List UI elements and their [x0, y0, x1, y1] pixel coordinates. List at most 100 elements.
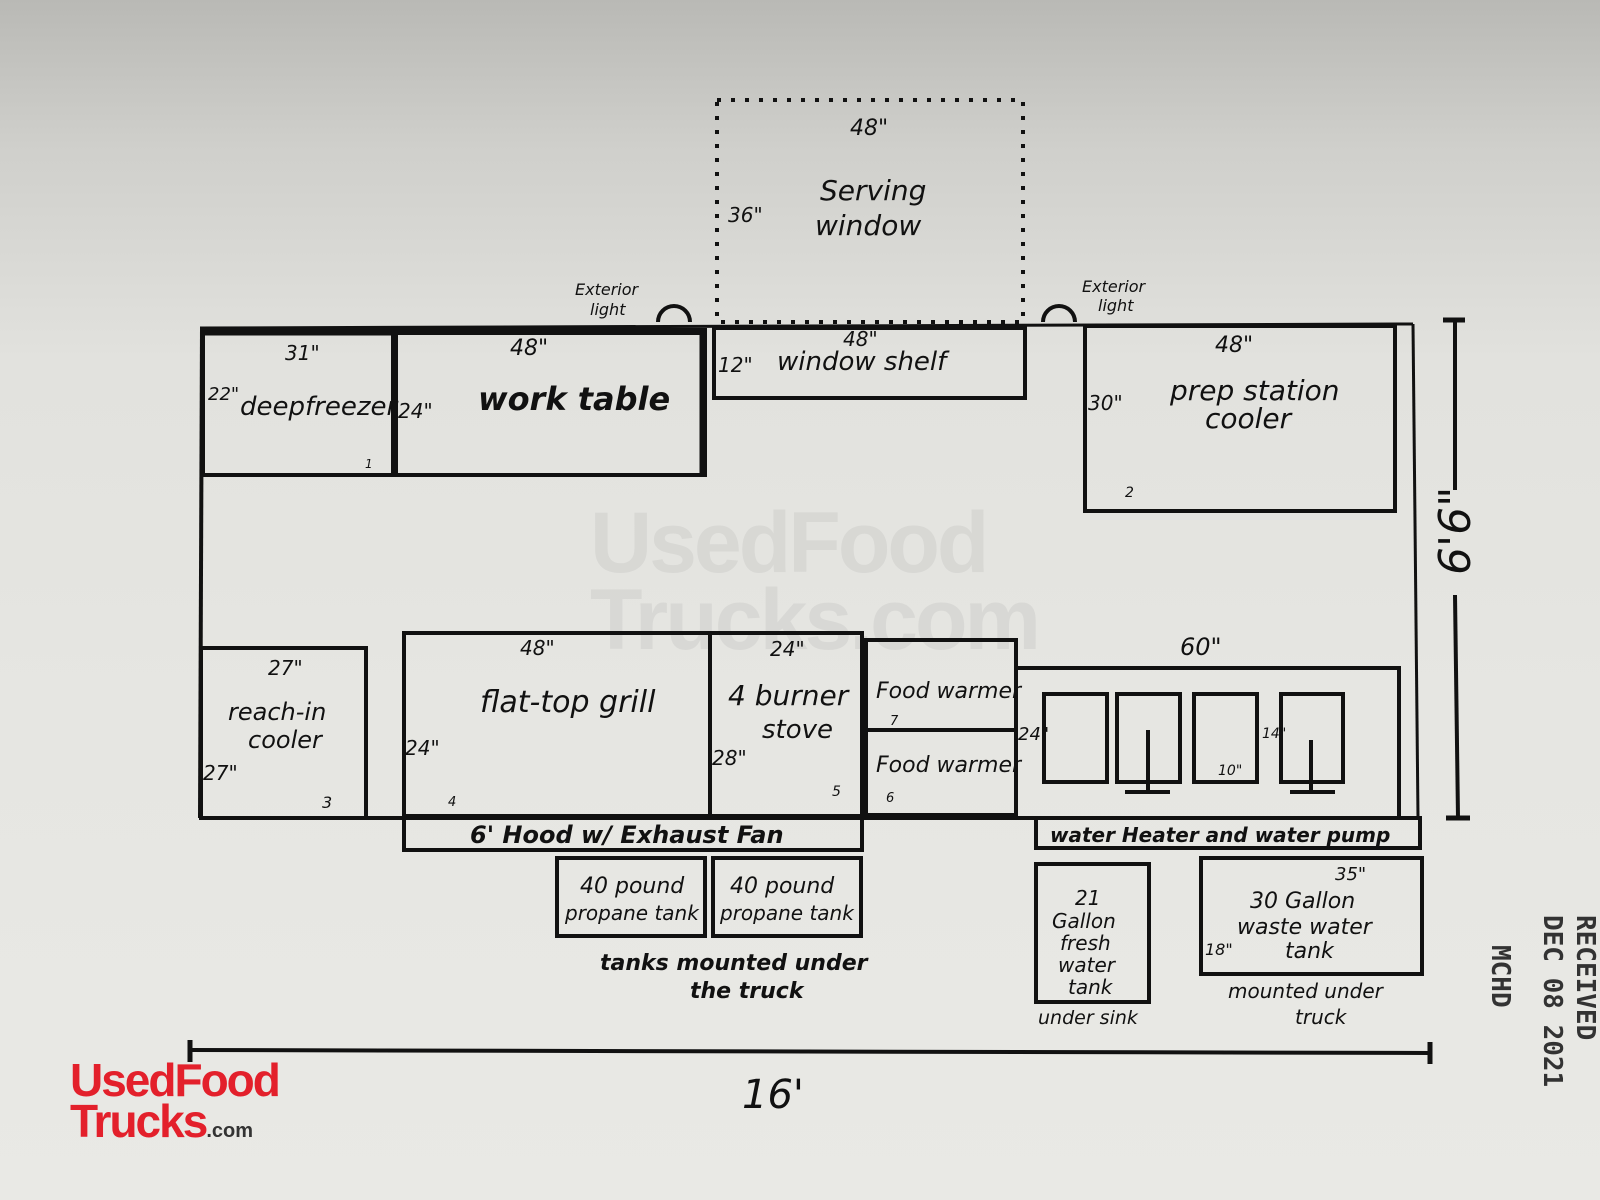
- note-label: truck: [1295, 1005, 1348, 1029]
- item-label: 4 burner: [728, 679, 850, 712]
- dimension-label: 24": [398, 399, 433, 423]
- exhaust-hood: 6' Hood w/ Exhaust Fan: [402, 814, 864, 852]
- dimension-label: 60": [1180, 633, 1222, 661]
- work-table: 48" 24" work table: [394, 328, 707, 477]
- dimension-label: 16': [742, 1072, 804, 1118]
- light-label: light: [590, 300, 626, 319]
- dimension-label: 48": [850, 116, 888, 141]
- light-label: Exterior: [575, 280, 640, 299]
- dimension-label: 30": [1088, 391, 1123, 415]
- propane-tank-1: 40 pound propane tank: [555, 856, 707, 938]
- water-heater: water Heater and water pump: [1034, 816, 1422, 850]
- dimension-label: 22": [208, 384, 239, 405]
- dimension-label: 24": [770, 637, 805, 661]
- item-label: propane tank: [564, 901, 700, 925]
- item-label: water: [1058, 953, 1117, 977]
- dimension-label: 48": [520, 636, 555, 660]
- item-label: tank: [1068, 975, 1114, 999]
- item-number: 4: [448, 795, 456, 810]
- serving-window: 48" 36" Serving window: [715, 98, 1025, 324]
- item-label: water Heater and water pump: [1050, 823, 1390, 847]
- item-number: 1: [365, 457, 373, 471]
- item-number: 3: [322, 793, 332, 812]
- note-label: under sink: [1038, 1007, 1139, 1029]
- item-label: fresh: [1060, 931, 1111, 955]
- watermark-line: Trucks.com: [590, 572, 1041, 669]
- note-label: the truck: [690, 979, 805, 1004]
- item-label: stove: [762, 715, 833, 745]
- light-icon: [656, 304, 692, 323]
- item-label: work table: [478, 380, 670, 418]
- item-label: cooler: [1205, 402, 1293, 435]
- dimension-label: 10": [1218, 763, 1242, 779]
- item-label: 40 pound: [730, 874, 835, 899]
- item-label: Serving: [820, 174, 926, 207]
- item-label: flat-top grill: [480, 685, 656, 720]
- item-label: 6' Hood w/ Exhaust Fan: [470, 821, 784, 849]
- three-compartment-sink: 60" 24" 10" 14": [1014, 633, 1401, 820]
- item-number: 6: [886, 791, 894, 806]
- item-label: 40 pound: [580, 874, 685, 899]
- item-label: Food warmer: [876, 753, 1023, 778]
- faucet-icon: [1125, 730, 1335, 794]
- item-label: Food warmer: [876, 679, 1023, 704]
- item-label: Gallon: [1052, 909, 1116, 933]
- deep-freezer: 31" 22" deepfreezer 1: [201, 328, 399, 477]
- reach-in-cooler: 27" 27" reach-in cooler 3: [199, 646, 368, 820]
- fresh-water-tank: 21 Gallon fresh water tank under sink: [1034, 862, 1151, 1029]
- note-label: mounted under: [1228, 979, 1385, 1003]
- dimension-label: 36": [728, 203, 763, 227]
- dimension-label: 35": [1335, 864, 1366, 885]
- light-label: light: [1098, 296, 1134, 315]
- exterior-light-left: Exterior light: [575, 280, 692, 323]
- dimension-label: 14": [1262, 726, 1286, 742]
- stamp-dept: MCHD: [1485, 945, 1515, 1008]
- dimension-label: 18": [1205, 940, 1233, 959]
- item-label: deepfreezer: [240, 392, 399, 422]
- item-label: cooler: [248, 726, 324, 754]
- received-stamp: RECEIVED: [1570, 915, 1600, 1041]
- dimension-label: 27": [268, 656, 303, 680]
- length-dimension: 16': [187, 1040, 1433, 1118]
- four-burner-stove: 24" 28" 4 burner stove 5: [708, 631, 864, 818]
- dimension-label: 48": [1215, 333, 1253, 358]
- width-dimension: 6'6": [1430, 317, 1481, 821]
- item-label: 30 Gallon: [1250, 889, 1355, 914]
- item-label: 21: [1075, 886, 1100, 910]
- dimension-label: 48": [510, 336, 548, 361]
- dimension-label: 27": [203, 761, 238, 785]
- logo-line: UsedFood: [70, 1054, 281, 1106]
- item-label: prep station: [1169, 374, 1340, 407]
- light-icon: [1041, 304, 1077, 323]
- item-label: tank: [1285, 939, 1335, 964]
- item-label: window shelf: [777, 347, 950, 377]
- item-label: window: [815, 209, 921, 242]
- waste-water-tank: 35" 18" 30 Gallon waste water tank mount…: [1199, 856, 1424, 1029]
- stamp-date: DEC 08 2021: [1537, 915, 1567, 1088]
- dimension-label: 6'6": [1430, 487, 1481, 575]
- watermark-line: UsedFood: [590, 495, 989, 591]
- food-warmer-bottom: Food warmer 6: [864, 728, 1023, 817]
- exterior-light-right: Exterior light: [1041, 277, 1147, 323]
- dimension-label: 31": [285, 341, 320, 365]
- sink-basin: [1192, 692, 1259, 784]
- sink-basin: [1042, 692, 1109, 784]
- propane-tank-2: 40 pound propane tank: [711, 856, 863, 938]
- logo-line: Trucks: [70, 1095, 208, 1148]
- logo-suffix: .com: [206, 1120, 253, 1143]
- food-warmer-top: Food warmer 7: [864, 638, 1023, 732]
- prep-station-cooler: 48" 30" prep station cooler 2: [1083, 324, 1397, 513]
- light-label: Exterior: [1082, 277, 1147, 296]
- item-label: waste water: [1237, 915, 1374, 940]
- note-label: tanks mounted under: [600, 951, 869, 976]
- dimension-label: 28": [712, 746, 747, 770]
- item-number: 7: [890, 714, 899, 729]
- flat-top-grill: 48" 24" flat-top grill 4: [402, 631, 712, 818]
- item-label: propane tank: [719, 901, 855, 925]
- dimension-label: 48": [843, 327, 878, 351]
- window-shelf: 12" 48" window shelf: [712, 326, 1027, 400]
- dimension-label: 24": [405, 736, 440, 760]
- item-number: 2: [1125, 485, 1134, 501]
